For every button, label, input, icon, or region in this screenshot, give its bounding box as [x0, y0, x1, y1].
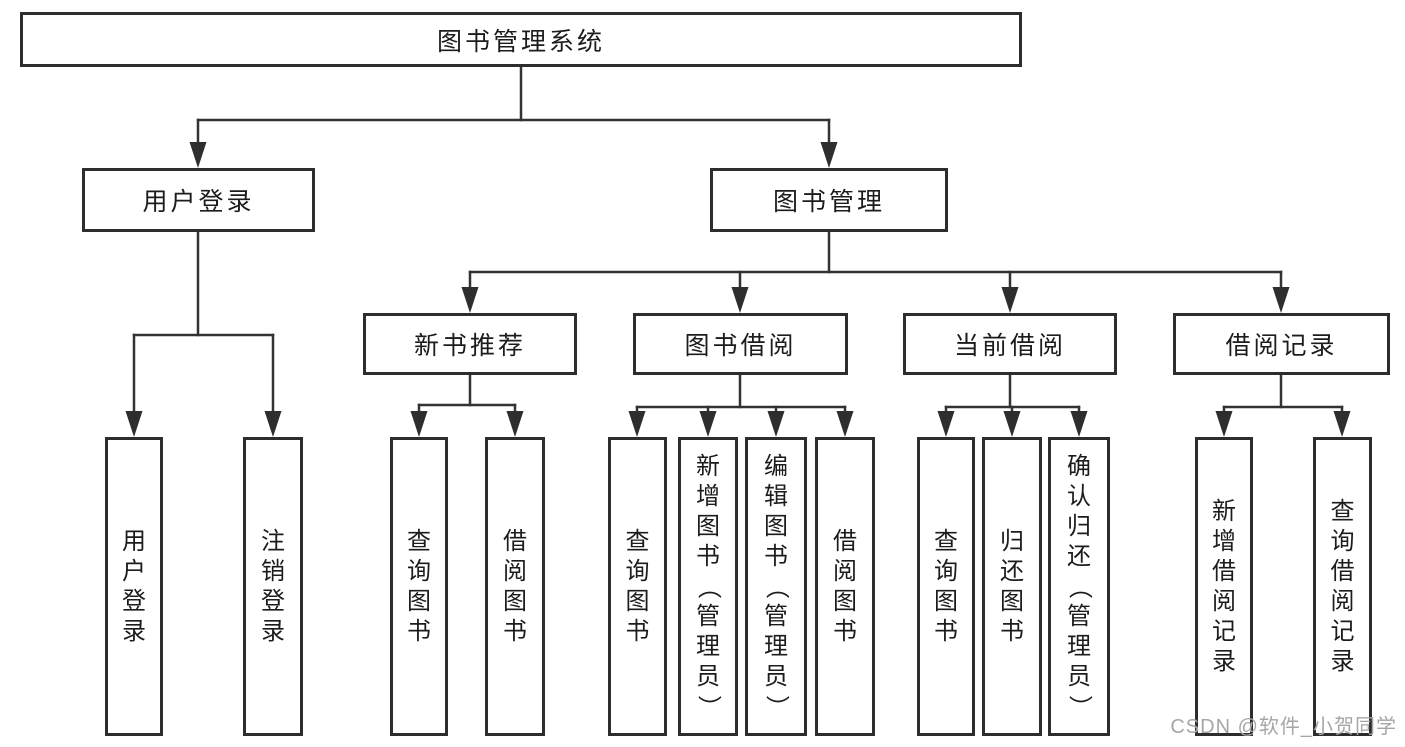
leaf-query-books-current: 查询图书 — [917, 437, 975, 736]
arrowhead — [1003, 411, 1021, 437]
connector-current-borrow-branch — [937, 371, 1088, 437]
node-label: 查询借阅记录 — [1330, 497, 1355, 675]
node-label: 注销登录 — [261, 527, 285, 645]
leaf-edit-book-admin: 编辑图书（管理员） — [745, 437, 807, 736]
node-label: 借阅记录 — [1225, 332, 1338, 360]
node-label: 查询图书 — [934, 527, 958, 645]
arrowhead — [506, 411, 524, 437]
node-label: 图书管理 — [772, 188, 885, 216]
leaf-user-login: 用户登录 — [105, 437, 163, 736]
leaf-logout: 注销登录 — [243, 437, 303, 736]
node-label: 用户登录 — [122, 527, 146, 645]
arrowhead — [1070, 411, 1088, 437]
node-label: 确认归还（管理员） — [1066, 452, 1093, 719]
node-label: 当前借阅 — [953, 332, 1066, 360]
arrowhead — [628, 411, 646, 437]
arrowhead — [1001, 287, 1019, 313]
node-label: 借阅图书 — [833, 527, 857, 645]
leaf-query-borrow-record: 查询借阅记录 — [1313, 437, 1372, 736]
node-label: 新增借阅记录 — [1212, 497, 1236, 675]
leaf-return-book: 归还图书 — [982, 437, 1042, 736]
node-label: 编辑图书（管理员） — [763, 452, 790, 719]
leaf-add-book-admin: 新增图书（管理员） — [678, 437, 738, 736]
arrowhead — [125, 411, 143, 437]
arrowhead — [1333, 411, 1351, 437]
node-label: 图书管理系统 — [436, 27, 605, 56]
node-new-book-recommend: 新书推荐 — [363, 313, 577, 375]
node-label: 新书推荐 — [413, 332, 526, 360]
arrowhead — [820, 142, 838, 168]
watermark: CSDN @软件_小贺同学 — [1170, 716, 1397, 738]
leaf-borrow-books-recommend: 借阅图书 — [485, 437, 545, 736]
node-label: 图书借阅 — [684, 332, 797, 360]
node-label: 归还图书 — [1000, 527, 1024, 645]
node-book-management-module: 图书管理 — [710, 168, 948, 232]
node-library-management-system: 图书管理系统 — [20, 12, 1022, 67]
connector-root-to-level2 — [189, 64, 838, 168]
arrowhead — [1272, 287, 1290, 313]
leaf-confirm-return-admin: 确认归还（管理员） — [1048, 437, 1110, 736]
arrowhead — [410, 411, 428, 437]
node-label: 用户登录 — [142, 188, 255, 216]
node-label: 查询图书 — [625, 527, 650, 645]
leaf-borrow-books-borrowing: 借阅图书 — [815, 437, 875, 736]
arrowhead — [461, 287, 479, 313]
node-current-borrowing: 当前借阅 — [903, 313, 1117, 375]
arrowhead — [836, 411, 854, 437]
connector-book-management-branch — [461, 228, 1290, 313]
node-label: 新增图书（管理员） — [695, 452, 722, 719]
connector-book-borrow-branch — [628, 371, 854, 437]
connector-user-login-branch — [125, 228, 282, 437]
arrowhead — [731, 287, 749, 313]
node-borrowing-records: 借阅记录 — [1173, 313, 1390, 375]
arrowhead — [937, 411, 955, 437]
connector-borrow-records-branch — [1215, 371, 1351, 437]
node-user-login-module: 用户登录 — [82, 168, 315, 232]
leaf-query-books-recommend: 查询图书 — [390, 437, 448, 736]
arrowhead — [699, 411, 717, 437]
leaf-query-books-borrowing: 查询图书 — [608, 437, 667, 736]
arrowhead — [264, 411, 282, 437]
arrowhead — [767, 411, 785, 437]
node-book-borrowing: 图书借阅 — [633, 313, 848, 375]
arrowhead — [1215, 411, 1233, 437]
leaf-add-borrow-record: 新增借阅记录 — [1195, 437, 1253, 736]
node-label: 查询图书 — [407, 527, 431, 645]
node-label: 借阅图书 — [503, 527, 527, 645]
connector-new-book-branch — [410, 371, 524, 437]
arrowhead — [189, 142, 207, 168]
